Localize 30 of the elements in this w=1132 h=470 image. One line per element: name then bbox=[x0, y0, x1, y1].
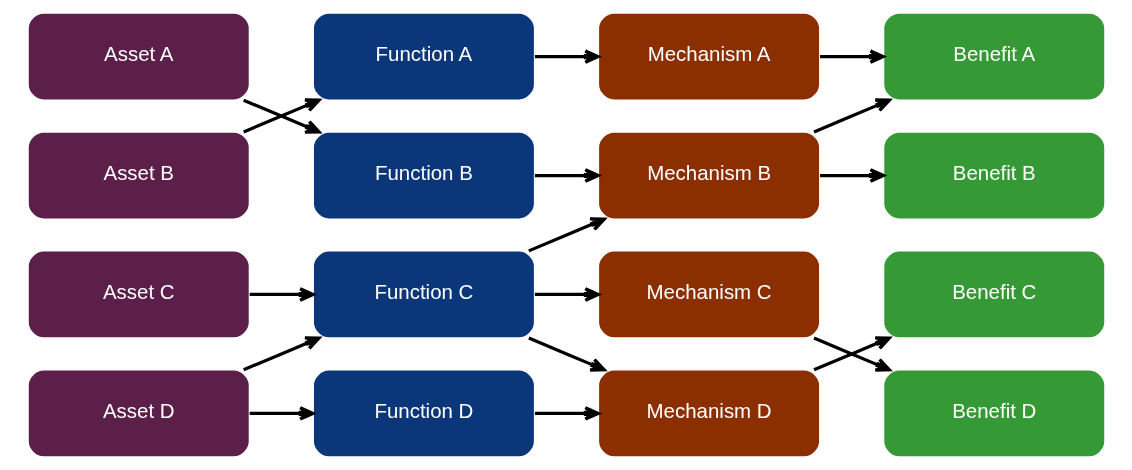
node-box: Mechanism B bbox=[597, 131, 820, 220]
arrow bbox=[527, 217, 606, 253]
node-box: Function A bbox=[312, 12, 535, 101]
node-box: Asset D bbox=[27, 369, 250, 458]
node-box: Function C bbox=[312, 250, 535, 339]
node-box: Benefit D bbox=[882, 369, 1106, 458]
arrow bbox=[534, 287, 600, 302]
node-box: Benefit C bbox=[882, 250, 1106, 339]
node-box: Mechanism D bbox=[597, 369, 820, 458]
node-box: Function D bbox=[312, 369, 535, 458]
node-box: Asset C bbox=[27, 250, 250, 339]
node-box: Mechanism A bbox=[597, 12, 820, 101]
arrow bbox=[249, 287, 315, 302]
node-box: Function B bbox=[312, 131, 535, 220]
arrow bbox=[242, 98, 321, 134]
node-box: Benefit A bbox=[882, 12, 1106, 101]
arrow bbox=[534, 168, 600, 183]
arrow bbox=[249, 406, 315, 421]
arrow bbox=[242, 336, 321, 372]
arrow bbox=[819, 168, 885, 183]
arrow bbox=[527, 336, 606, 372]
node-box: Mechanism C bbox=[597, 250, 820, 339]
arrow bbox=[819, 49, 885, 64]
arrow bbox=[812, 98, 891, 134]
arrow bbox=[812, 336, 891, 372]
node-box: Asset A bbox=[27, 12, 250, 101]
arrow bbox=[534, 406, 600, 421]
arrow bbox=[534, 49, 600, 64]
node-box: Asset B bbox=[27, 131, 250, 220]
node-box: Benefit B bbox=[882, 131, 1106, 220]
